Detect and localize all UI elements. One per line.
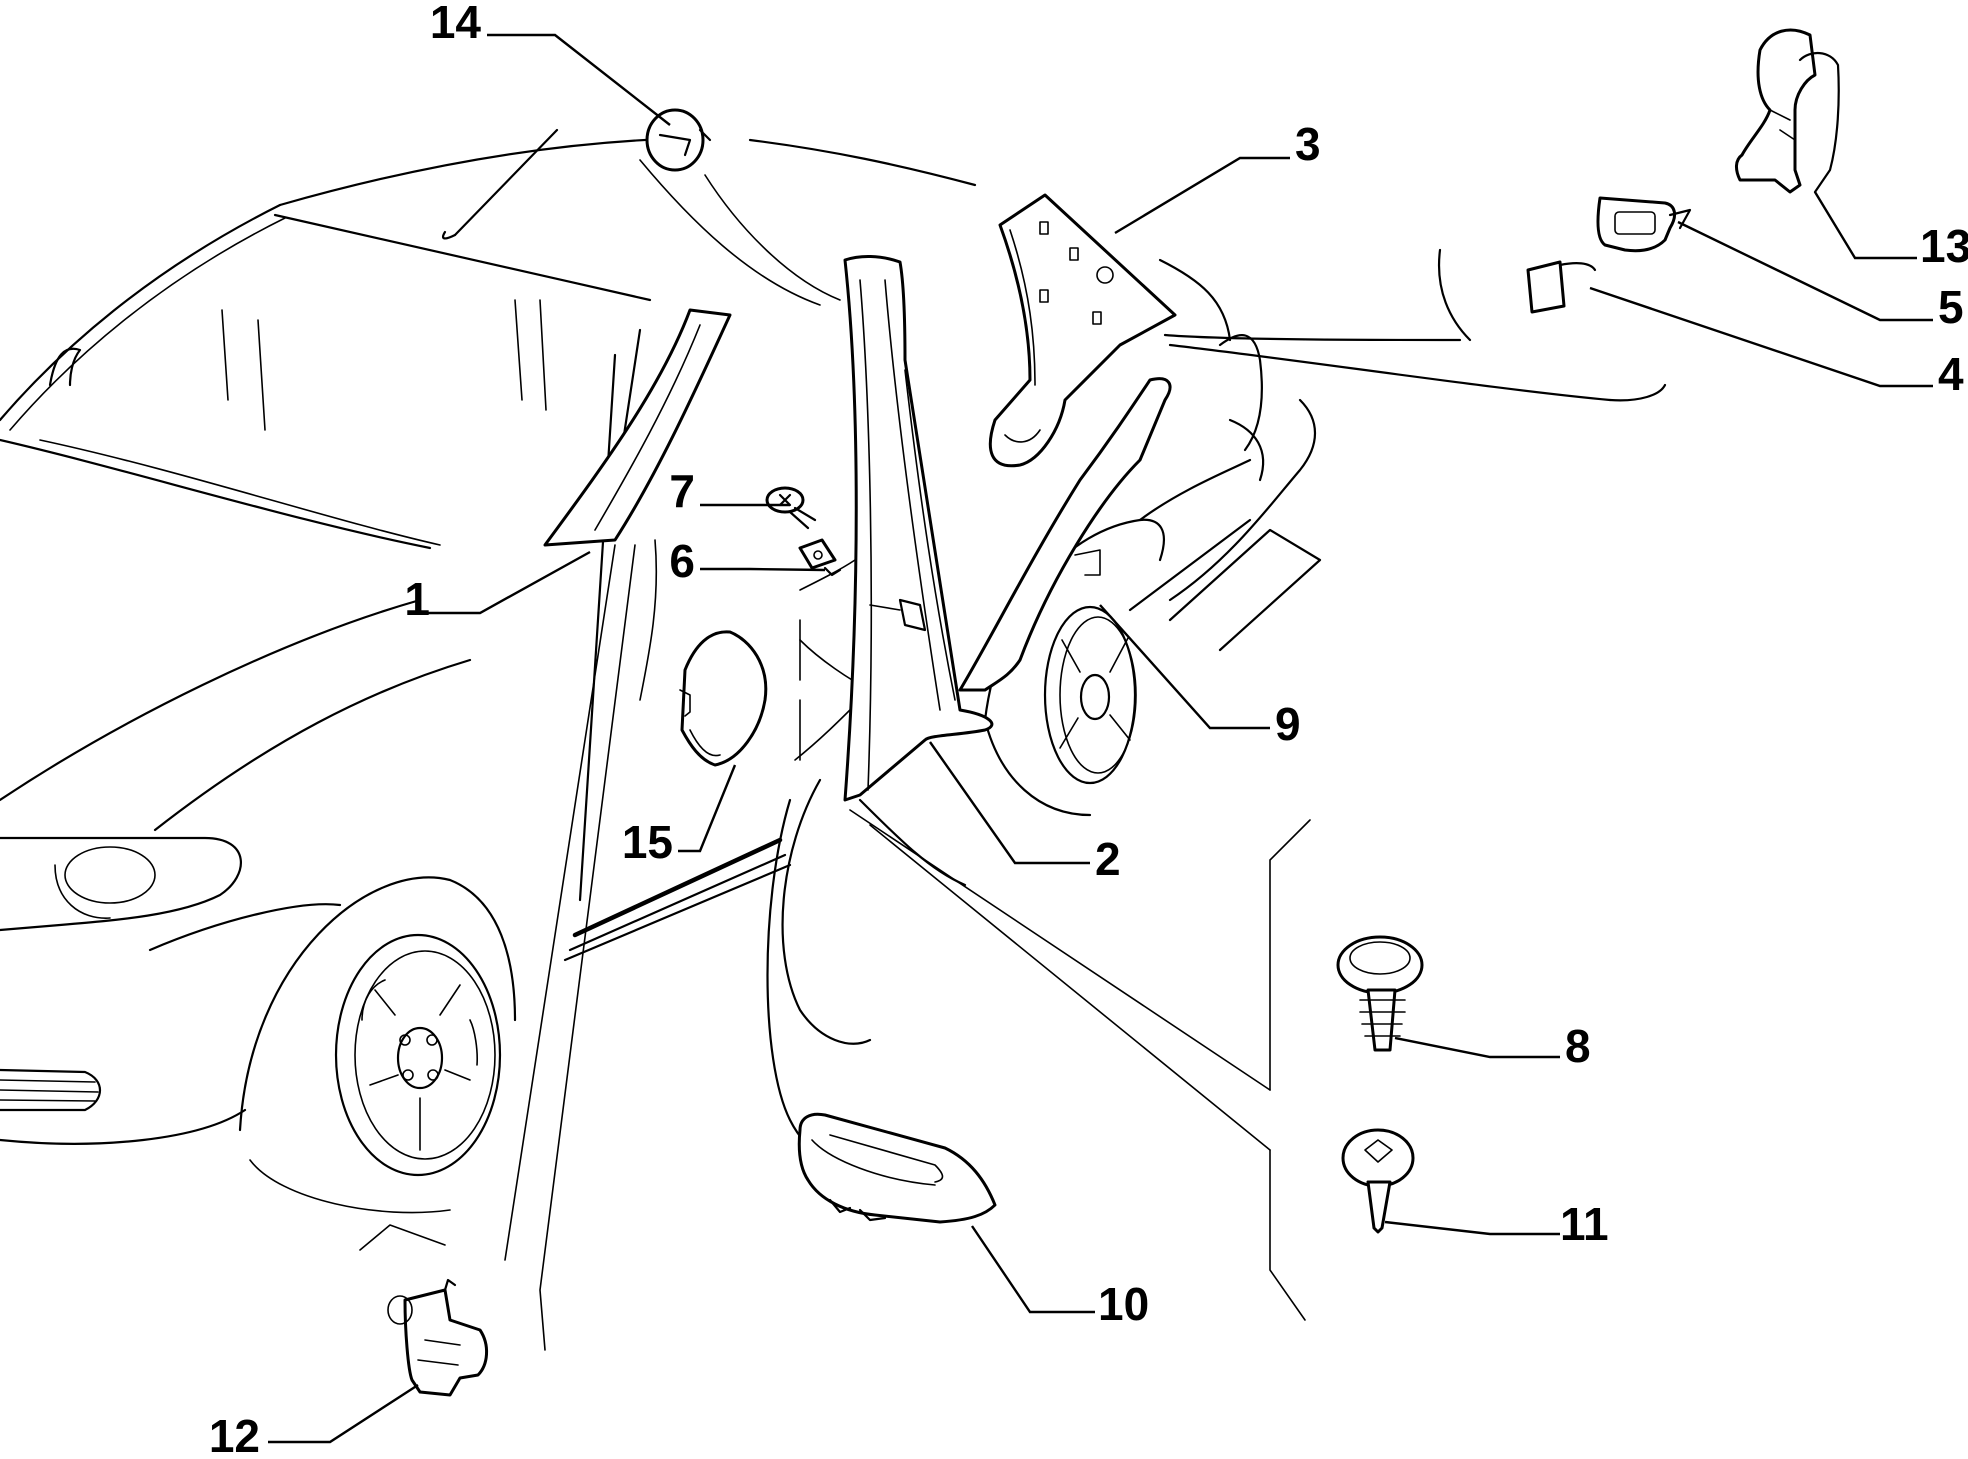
leader-11 [1384, 1220, 1560, 1236]
callout-15: 15 [622, 816, 673, 868]
leader-5 [1677, 220, 1933, 322]
part-2-b-pillar-trim [843, 255, 994, 802]
part-1-a-pillar-trim [543, 308, 732, 547]
leader-10 [971, 1225, 1095, 1314]
leader-3 [1114, 156, 1290, 235]
callout-5: 5 [1938, 281, 1964, 333]
callout-12: 12 [209, 1410, 260, 1459]
part-14-grommet [645, 108, 712, 172]
part-3-bracket-panel [988, 193, 1177, 468]
leader-15 [678, 764, 737, 853]
leader-2 [929, 741, 1090, 865]
part-10-grab-handle-trim [797, 1112, 997, 1224]
leader-1 [418, 550, 591, 615]
part-15-cover [679, 630, 768, 767]
part-11-screw [1341, 1128, 1415, 1234]
part-9-door-trim [958, 377, 1172, 692]
car-body-outline [0, 128, 1667, 1351]
callout-9: 9 [1275, 698, 1301, 750]
part-12-clip [387, 1278, 488, 1397]
callout-1: 1 [404, 573, 430, 625]
callout-2: 2 [1095, 833, 1121, 885]
callout-7: 7 [669, 465, 695, 517]
leader-14 [487, 33, 671, 126]
callout-8: 8 [1565, 1020, 1591, 1072]
callout-13: 13 [1920, 220, 1968, 272]
callout-3: 3 [1295, 118, 1321, 170]
callout-6: 6 [669, 535, 695, 587]
part-13-clip [1735, 28, 1840, 194]
part-6-nut [798, 538, 842, 577]
part-5-clip [1596, 196, 1692, 253]
leader-6 [700, 567, 826, 572]
callout-4: 4 [1938, 348, 1964, 400]
callout-10: 10 [1098, 1278, 1149, 1330]
callout-labels: 1 2 3 4 5 6 7 8 9 10 11 12 13 14 15 [209, 0, 1968, 1459]
leader-4 [1589, 286, 1933, 388]
leader-13 [1813, 191, 1917, 260]
callout-14: 14 [430, 0, 482, 48]
leader-lines [268, 33, 1933, 1444]
leader-9 [1099, 604, 1270, 730]
leader-12 [268, 1383, 419, 1444]
callout-11: 11 [1560, 1198, 1609, 1250]
part-7-screw [765, 486, 817, 530]
part-4-clip [1526, 260, 1597, 314]
leader-8 [1394, 1036, 1560, 1059]
part-8-push-pin [1336, 935, 1424, 1052]
